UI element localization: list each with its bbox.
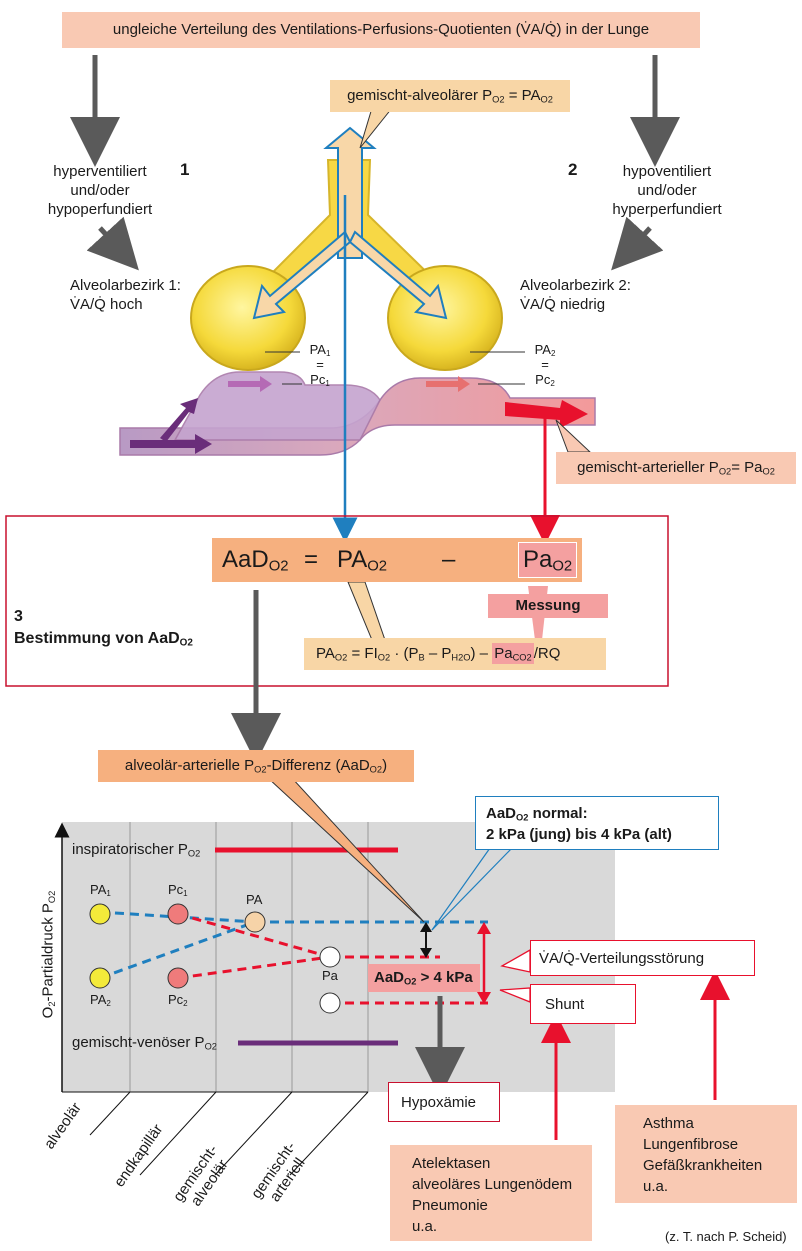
point-label-pc1: Pc1 (168, 882, 188, 898)
right-area: Alveolarbezirk 2:V̇A/Q̇ niedrig (520, 277, 631, 313)
pao2-formula: PAO2 = FIO2 · (PB – PH2O) – PaCO2/RQ (304, 638, 606, 670)
va-q-disorder-box: V̇A/Q̇-Verteilungsstörung (530, 940, 755, 976)
section3-title: Bestimmung von AaDO2 (14, 630, 193, 649)
aad-high-label: AaDO2 > 4 kPa (368, 964, 480, 992)
section3-number: 3 (14, 608, 23, 625)
aad-difference-label: alveolär-arterielle PO2-Differenz (AaDO2… (98, 750, 414, 782)
point-label-pa-art: Pa (322, 968, 338, 983)
top-title-box: ungleiche Verteilung des Ventilations-Pe… (62, 12, 700, 48)
venous-label: gemischt-venöser PO2 (72, 1034, 217, 1052)
point-label-pa1: PA1 (90, 882, 111, 898)
aad-normal-box: AaDO2 normal: 2 kPa (jung) bis 4 kPa (al… (475, 796, 719, 850)
point-label-pa-mix: PA (246, 892, 263, 907)
left-pa-pc: PA1 = Pc1 (309, 342, 331, 388)
shunt-box: Shunt (530, 984, 636, 1024)
mixed-arterial-label: gemischt-arterieller PO2= PaO2 (556, 452, 796, 484)
right-number: 2 (568, 160, 578, 179)
mixed-alveolar-label: gemischt-alveolärer PO2 = PAO2 (330, 80, 570, 112)
left-area: Alveolarbezirk 1:V̇A/Q̇ hoch (70, 277, 181, 313)
left-number: 1 (180, 160, 190, 179)
aad-equation: AaDO2 = PAO2 – PaO2 (212, 538, 582, 582)
point-label-pc2: Pc2 (168, 992, 188, 1008)
point-label-pa2: PA2 (90, 992, 111, 1008)
right-pa-pc: PA2 = Pc2 (534, 342, 556, 388)
plot-ylabel: O2-Partialdruck PO2 (39, 890, 57, 1019)
measure-label: Messung (488, 594, 608, 618)
hypoxemia-box: Hypoxämie (388, 1082, 500, 1122)
inspiratory-label: inspiratorischer PO2 (72, 841, 201, 859)
credit: (z. T. nach P. Scheid) (665, 1229, 787, 1244)
